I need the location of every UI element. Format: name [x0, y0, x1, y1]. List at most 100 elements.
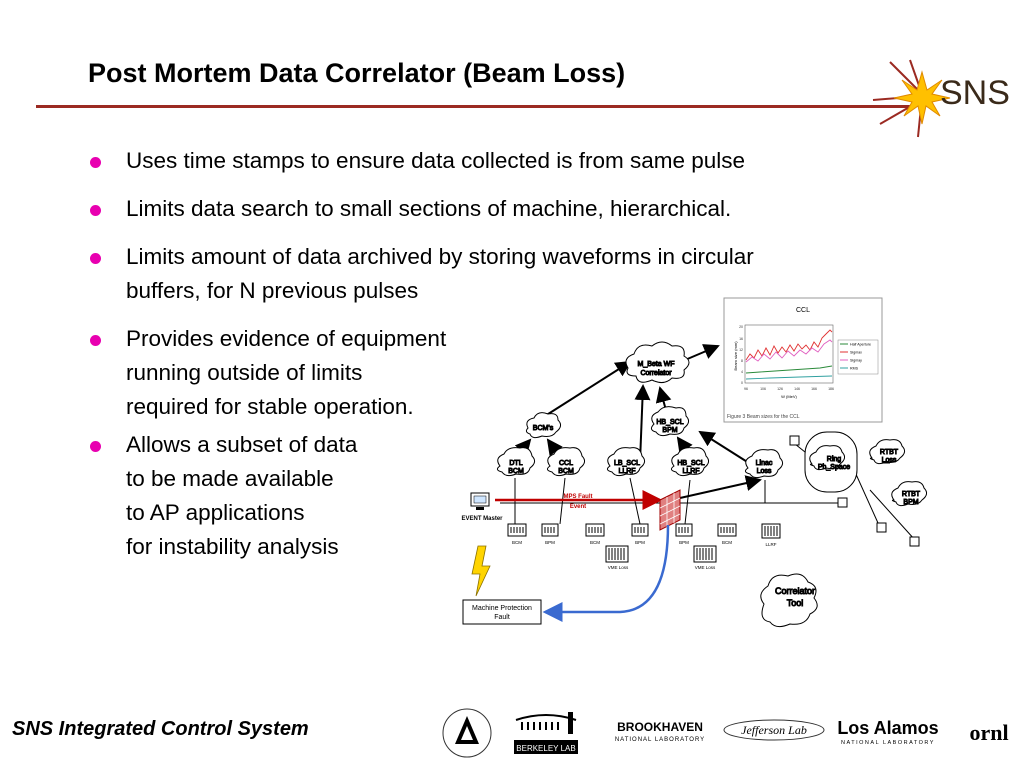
slide-title: Post Mortem Data Correlator (Beam Loss): [88, 58, 626, 88]
lb-scl-llrf-node: LB_SCL LLRF: [606, 447, 646, 477]
rack-bcm-3: BCM: [717, 523, 737, 545]
node-label: Ph_Space: [818, 464, 850, 471]
inset-ytick: 12: [739, 348, 743, 352]
inset-xtick: 186: [828, 387, 834, 391]
bullet-dot: [90, 441, 101, 452]
rack-label: BPM: [679, 540, 689, 545]
partner-label: ornl: [969, 720, 1008, 745]
bullet-item: Provides evidence of equipment running o…: [88, 322, 754, 424]
endpoint-boxes: [789, 435, 920, 547]
bullet-text: Uses time stamps to ensure data collecte…: [126, 148, 746, 173]
fault-return-wire: [542, 524, 670, 622]
node-label: Correlator: [775, 586, 815, 596]
rack-label: LLRF: [765, 542, 776, 547]
sns-logo-text: SNS: [940, 74, 1010, 112]
rtbt-loss-node: RTBT Loss: [869, 439, 906, 465]
hb-scl-bpm-node: HB_SCL BPM: [650, 406, 690, 437]
lightning-icon: [471, 545, 491, 597]
bullet-dot: [90, 205, 101, 216]
ccl-bcm-node: CCL BCM: [546, 447, 586, 477]
inset-ytick: 8: [741, 359, 743, 363]
bullet-text-line: to be made available: [126, 466, 334, 491]
inset-legend-label: Half Aperture: [850, 343, 871, 347]
node-label: LLRF: [618, 468, 635, 475]
inset-legend-label: Sigmax: [850, 351, 862, 355]
rack-vme-loss-1: VME Loss: [605, 545, 629, 570]
bullet-item: Limits amount of data archived by storin…: [88, 240, 754, 308]
rack-vme-loss-2: VME Loss: [693, 545, 717, 570]
node-label: M_Beta WF: [638, 361, 675, 368]
inset-ytick: 16: [739, 337, 743, 341]
architecture-diagram: CCL 20 16 12 8 4 0 96 106 126 146 166 18…: [461, 297, 928, 628]
sns-logo: SNS: [872, 59, 1010, 138]
bullet-dot: [90, 253, 101, 264]
rack-bpm-3: BPM: [675, 523, 693, 545]
partner-label: Jefferson Lab: [741, 723, 807, 737]
bullet-item: Allows a subset of data to be made avail…: [88, 428, 754, 564]
node-label: MPS Fault: [563, 494, 592, 500]
inset-series-rms: [745, 375, 833, 380]
inset-series-sigmay: [745, 339, 833, 363]
brookhaven-logo: BROOKHAVEN NATIONAL LABORATORY: [615, 720, 704, 743]
bullet-text-line: required for stable operation.: [126, 394, 414, 419]
partner-label: Los Alamos: [837, 718, 938, 738]
node-label: BPM: [662, 427, 677, 434]
hb-scl-llrf-node: HB_SCL LLRF: [670, 447, 710, 477]
ring-node: Ring Ph_Space: [804, 431, 858, 493]
inset-xtick: 166: [811, 387, 817, 391]
inset-xtick: 126: [777, 387, 783, 391]
node-label: Loss: [757, 468, 772, 475]
inset-xtick: 106: [760, 387, 766, 391]
ccl-beam-size-inset: CCL 20 16 12 8 4 0 96 106 126 146 166 18…: [723, 297, 883, 423]
node-label: Ring: [827, 456, 842, 463]
rack-label: BPM: [635, 540, 645, 545]
rack-label: BPM: [545, 540, 555, 545]
bullet-text-line: Allows a subset of data: [126, 432, 358, 457]
rack-label: VME Loss: [695, 565, 716, 570]
node-label: RTBT: [902, 491, 921, 498]
node-label: Fault: [494, 614, 510, 621]
inset-xlabel: W (MeV): [781, 394, 797, 399]
rack-label: BCM: [512, 540, 522, 545]
inset-ytick: 0: [741, 381, 743, 385]
node-label: Linac: [756, 460, 773, 467]
linac-loss-node: Linac Loss: [744, 449, 784, 479]
bullet-list: Uses time stamps to ensure data collecte…: [88, 144, 754, 578]
rack-row: BCM BPM BCM BPM BPM BCM: [507, 523, 781, 570]
rack-bcm-1: BCM: [507, 523, 527, 545]
node-label: Machine Protection: [472, 605, 532, 612]
bullet-dot: [90, 157, 101, 168]
node-label: LB_SCL: [614, 460, 640, 467]
bullet-text-line: running outside of limits: [126, 360, 363, 385]
bullet-text-line: buffers, for N previous pulses: [126, 278, 419, 303]
node-label: HB_SCL: [656, 419, 683, 426]
m-beta-correlator-node: M_Beta WF Correlator: [625, 341, 690, 384]
bullet-dot: [90, 335, 101, 346]
rack-bpm-1: BPM: [541, 523, 559, 545]
inset-series-sigmax: [745, 329, 833, 361]
event-master-node: EVENT Master: [461, 492, 503, 522]
ornl-logo: ornl: [969, 720, 1008, 745]
inset-title: CCL: [796, 307, 810, 314]
partner-logos: BERKELEY LAB BROOKHAVEN NATIONAL LABORAT…: [442, 708, 1009, 758]
inset-series-half-aperture: [745, 365, 833, 374]
node-label: EVENT Master: [461, 516, 503, 522]
partner-label: BROOKHAVEN: [617, 720, 703, 734]
bcms-node: BCM's: [525, 412, 562, 439]
argonne-logo: [442, 708, 492, 758]
node-label: BPM: [903, 499, 918, 506]
rack-label: BCM: [590, 540, 600, 545]
node-label: BCM's: [533, 425, 554, 432]
bullet-text-line: Limits amount of data archived by storin…: [126, 244, 754, 269]
node-label: LLRF: [682, 468, 699, 475]
node-label: Loss: [882, 457, 897, 464]
los-alamos-logo: Los Alamos NATIONAL LABORATORY: [837, 718, 938, 746]
inset-legend-label: Sigmay: [850, 359, 862, 363]
inset-ytick: 20: [739, 325, 743, 329]
rack-label: BCM: [722, 540, 732, 545]
rack-bcm-2: BCM: [585, 523, 605, 545]
inset-legend-label: RMS: [850, 367, 859, 371]
dtl-bcm-node: DTL BCM: [496, 447, 536, 477]
machine-protection-fault-node: Machine Protection Fault: [462, 599, 542, 625]
node-label: BCM: [558, 468, 574, 475]
